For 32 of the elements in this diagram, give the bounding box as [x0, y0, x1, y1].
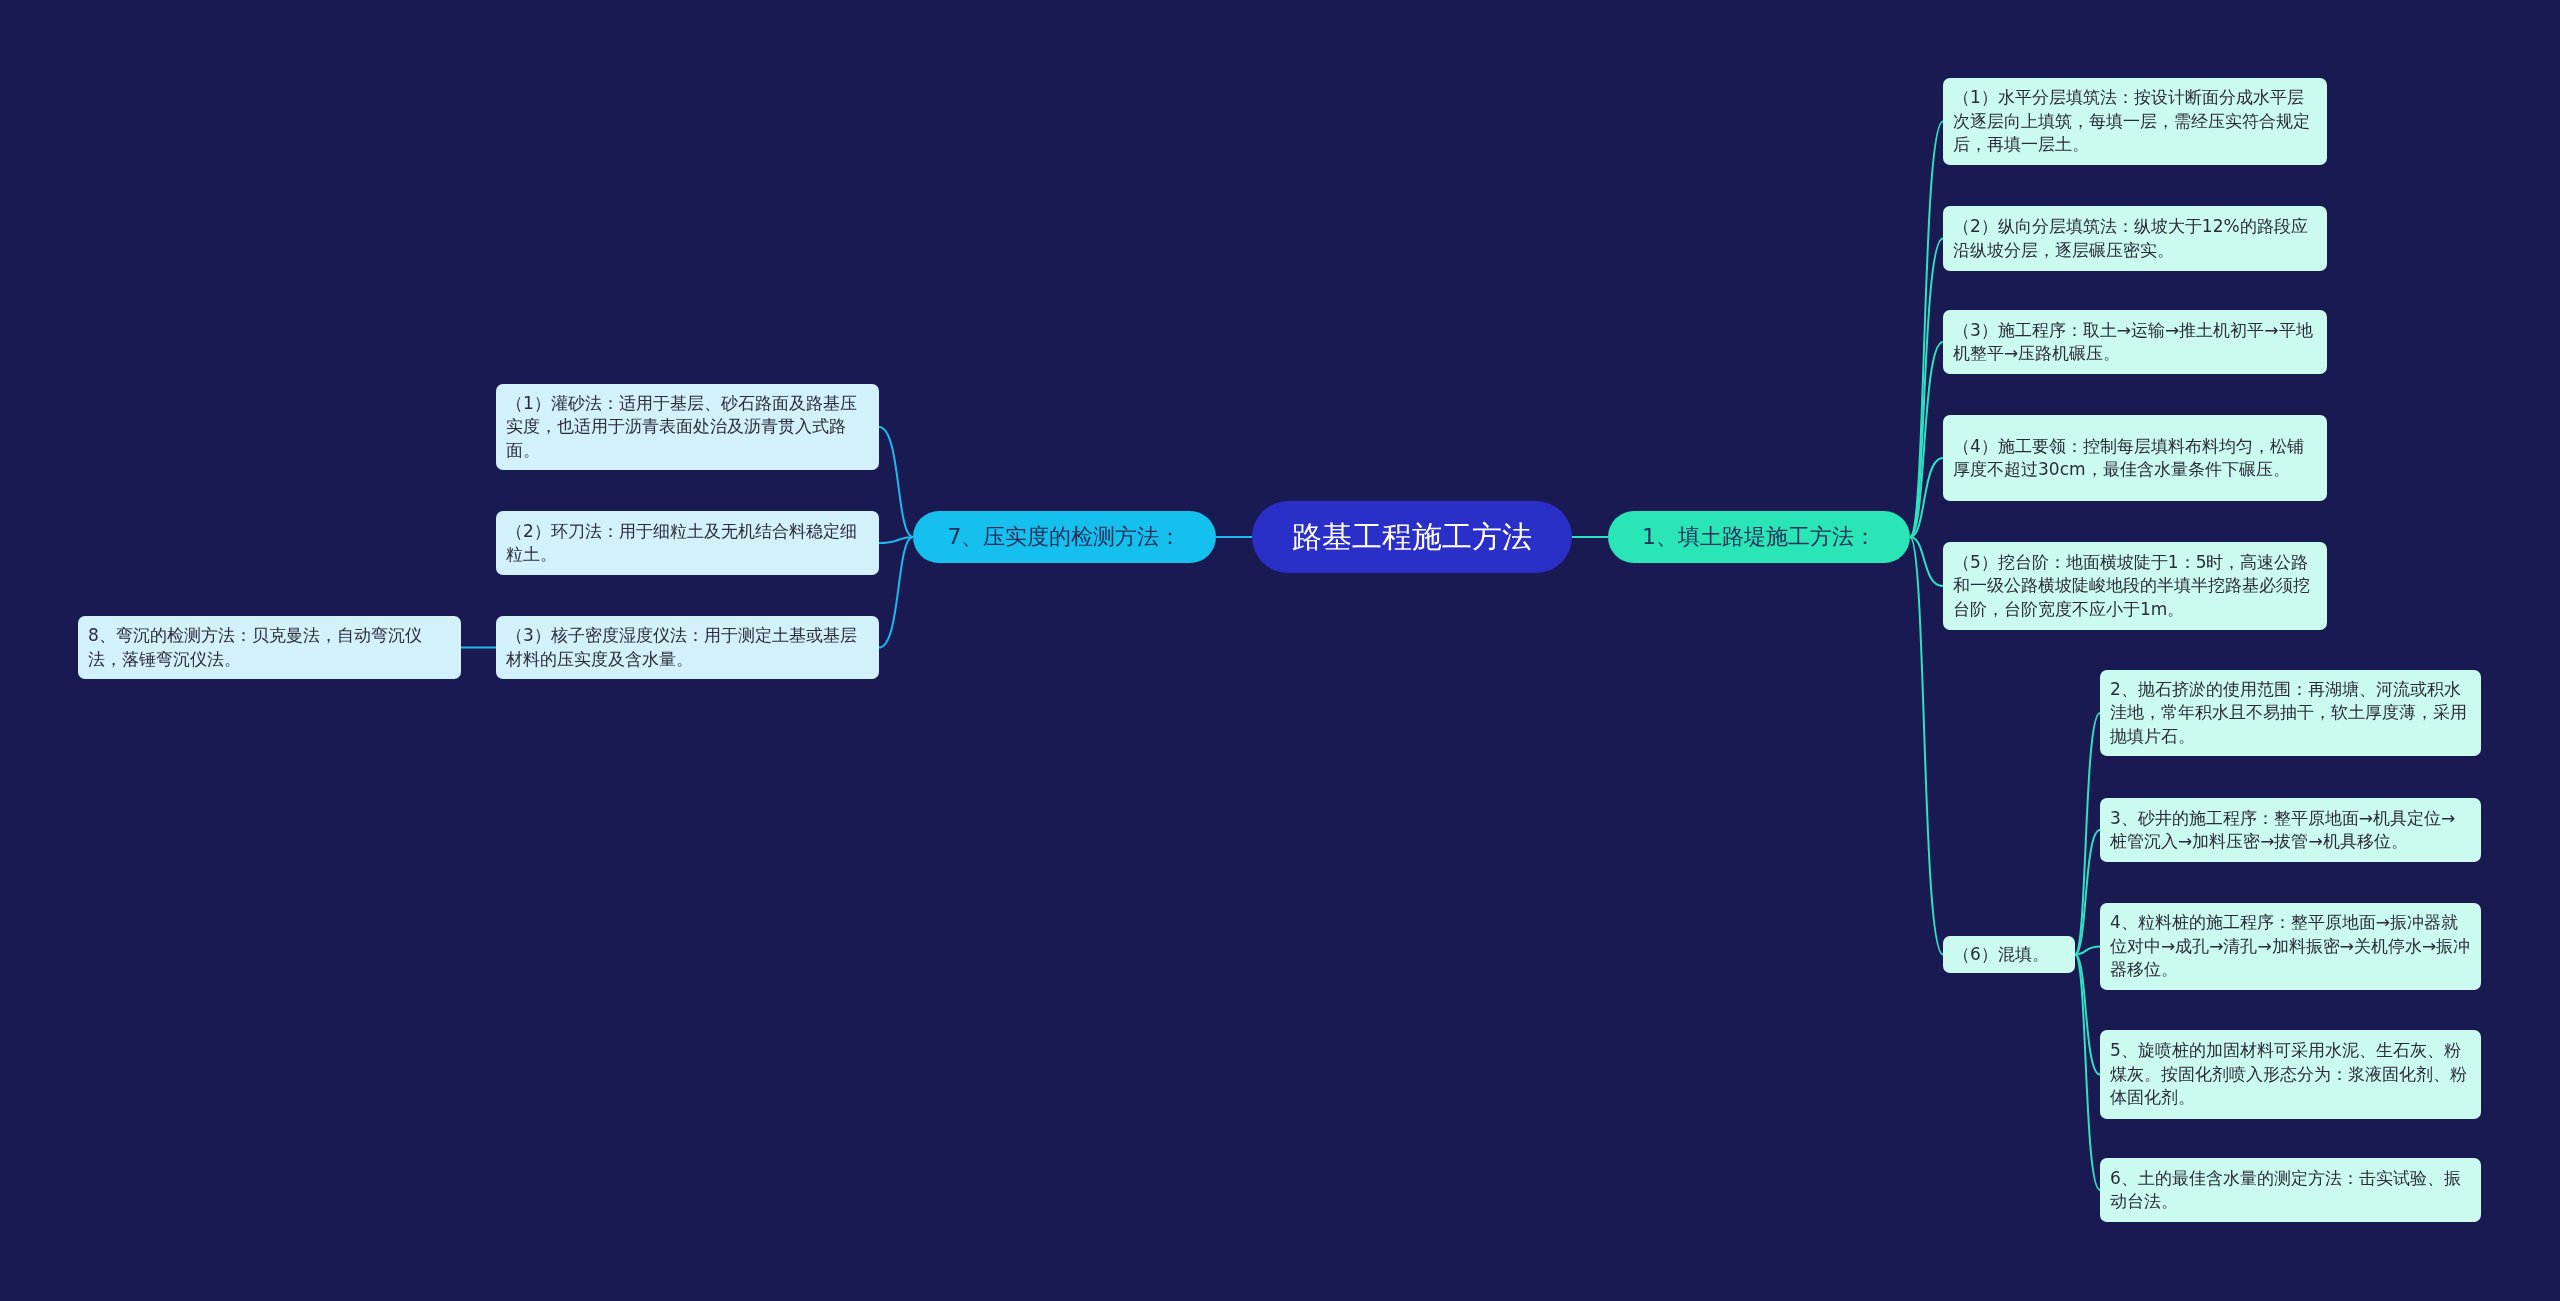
connector-line — [2074, 953, 2101, 1191]
note-box: （1）水平分层填筑法：按设计断面分成水平层次逐层向上填筑，每填一层，需经压实符合规定后，再填一层土。 — [1943, 78, 2327, 165]
connector-line — [2074, 829, 2101, 956]
note-box: 4、粒料桩的施工程序：整平原地面→振冲器就位对中→成孔→清孔→加料振密→关机停水→振冲器移位。 — [2100, 903, 2481, 990]
note-box: （1）灌砂法：适用于基层、砂石路面及路基压实度，也适用于沥青表面处治及沥青贯入式路面。 — [496, 384, 879, 470]
connector-line — [878, 536, 914, 649]
connector-line — [460, 646, 497, 649]
note-box: （4）施工要领：控制每层填料布料均匀，松铺厚度不超过30cm，最佳含水量条件下碾压。 — [1943, 415, 2327, 501]
connector-line — [2074, 945, 2101, 956]
note-box: （3）核子密度湿度仪法：用于测定土基或基层材料的压实度及含水量。 — [496, 616, 879, 679]
note-box: 5、旋喷桩的加固材料可采用水泥、生石灰、粉煤灰。按固化剂喷入形态分为：浆液固化剂、粉体固化剂。 — [2100, 1030, 2481, 1119]
note-box: （2）环刀法：用于细粒土及无机结合料稳定细粒土。 — [496, 511, 879, 575]
note-box: （3）施工程序：取土→运输→推土机初平→平地机整平→压路机碾压。 — [1943, 310, 2327, 374]
note-box: （6）混填。 — [1943, 936, 2075, 973]
branch-topic: 7、压实度的检测方法： — [913, 511, 1216, 563]
connector-line — [878, 536, 914, 544]
note-box: （2）纵向分层填筑法：纵坡大于12%的路段应沿纵坡分层，逐层碾压密实。 — [1943, 206, 2327, 271]
connector-line — [1909, 536, 1944, 956]
connector-line — [878, 426, 914, 538]
connector-line — [1909, 457, 1944, 538]
note-box: 3、砂井的施工程序：整平原地面→机具定位→桩管沉入→加料压密→拔管→机具移位。 — [2100, 798, 2481, 862]
branch-topic: 1、填土路堤施工方法： — [1608, 511, 1910, 563]
connector-line — [1215, 536, 1253, 538]
note-box: 8、弯沉的检测方法：贝克曼法，自动弯沉仪法，落锤弯沉仪法。 — [78, 616, 461, 679]
note-box: 6、土的最佳含水量的测定方法：击实试验、振动台法。 — [2100, 1158, 2481, 1222]
connector-line — [1909, 536, 1944, 587]
connector-line — [1909, 120, 1944, 538]
connector-line — [2074, 953, 2101, 1076]
connector-line — [1571, 536, 1609, 538]
central-topic: 路基工程施工方法 — [1252, 501, 1572, 573]
note-box: （5）挖台阶：地面横坡陡于1：5时，高速公路和一级公路横坡陡峻地段的半填半挖路基必须挖台阶，台阶宽度不应小于1m。 — [1943, 542, 2327, 630]
note-box: 2、抛石挤淤的使用范围：再湖塘、河流或积水洼地，常年积水且不易抽干，软土厚度薄，采用抛填片石。 — [2100, 670, 2481, 756]
